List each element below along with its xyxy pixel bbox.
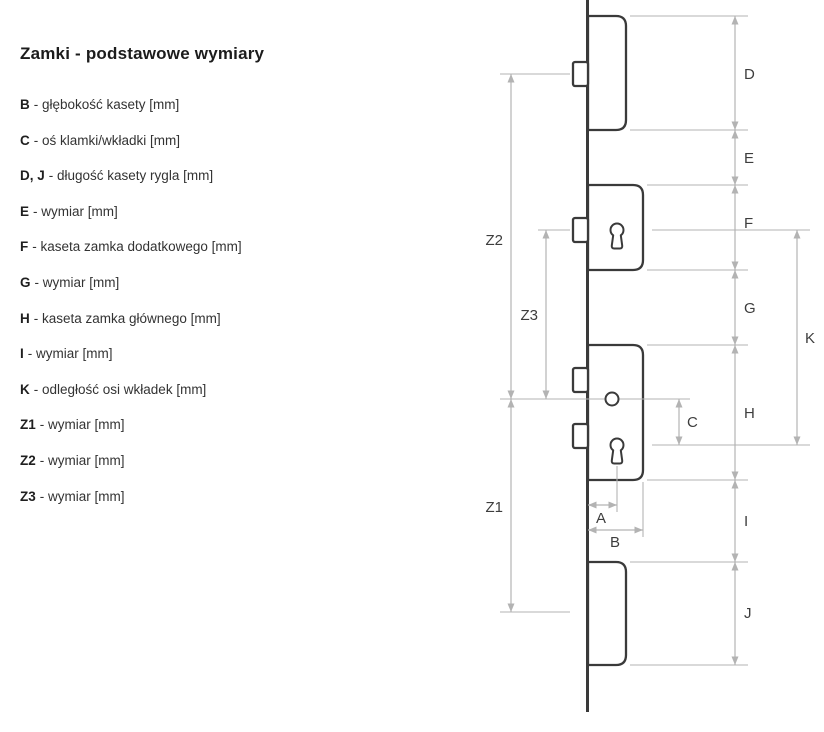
- dim-label-c: C: [687, 414, 698, 431]
- keyhole-additional-icon: [609, 222, 625, 250]
- legend-item-z1: Z1- wymiar [mm]: [20, 417, 450, 432]
- dim-label-h: H: [744, 405, 755, 422]
- main-lock-cassette: [586, 343, 645, 482]
- legend-term: H: [20, 310, 30, 326]
- dim-label-k: K: [805, 330, 815, 347]
- legend-term: K: [20, 381, 30, 397]
- legend-term: Z3: [20, 488, 36, 504]
- dim-label-z1: Z1: [485, 499, 503, 516]
- legend-panel: Zamki - podstawowe wymiary B- głębokość …: [20, 44, 450, 524]
- bolt-cassette-bottom: [586, 560, 628, 667]
- dimension-lines: [507, 16, 801, 665]
- legend-desc: - wymiar [mm]: [39, 417, 125, 433]
- dim-label-b: B: [610, 534, 620, 551]
- legend-term: F: [20, 239, 29, 255]
- legend-term: E: [20, 203, 30, 219]
- legend-term: G: [20, 275, 31, 291]
- lock-holes: [604, 222, 625, 465]
- dim-label-i: I: [744, 513, 748, 530]
- keyhole-main-icon: [609, 437, 625, 465]
- legend-term: C: [20, 132, 30, 148]
- legend-item-c: C- oś klamki/wkładki [mm]: [20, 133, 450, 148]
- legend-term: Z1: [20, 417, 36, 433]
- legend-item-dj: D, J- długość kasety rygla [mm]: [20, 168, 450, 183]
- dim-label-d: D: [744, 66, 755, 83]
- legend-desc: - wymiar [mm]: [27, 346, 113, 362]
- legend-item-g: G- wymiar [mm]: [20, 275, 450, 290]
- handle-hole: [604, 391, 620, 407]
- legend-desc: - wymiar [mm]: [39, 488, 125, 504]
- legend-desc: - wymiar [mm]: [39, 453, 125, 469]
- dim-label-f: F: [744, 215, 753, 232]
- latch-tab-additional: [571, 216, 590, 244]
- legend-item-h: H- kaseta zamka głównego [mm]: [20, 311, 450, 326]
- page-title: Zamki - podstawowe wymiary: [20, 44, 265, 63]
- dim-label-g: G: [744, 300, 756, 317]
- legend-term: B: [20, 97, 30, 112]
- bolt-cassette-top: [586, 14, 628, 132]
- legend-item-b: B- głębokość kasety [mm]: [20, 97, 450, 112]
- dim-label-z2: Z2: [485, 232, 503, 249]
- legend-desc: - wymiar [mm]: [34, 275, 120, 291]
- extension-lines: [500, 15, 810, 666]
- legend-term: I: [20, 346, 24, 362]
- legend-item-e: E- wymiar [mm]: [20, 204, 450, 219]
- legend-desc: - odległość osi wkładek [mm]: [33, 381, 207, 397]
- lock-drawing: [571, 0, 645, 712]
- legend-desc: - kaseta zamka głównego [mm]: [33, 310, 221, 326]
- dim-label-j: J: [744, 605, 752, 622]
- latch-tab-main-upper: [571, 366, 590, 394]
- legend-desc: - długość kasety rygla [mm]: [48, 168, 214, 184]
- dimension-labels: D E F G H I J K C Z2 Z3 Z1 A B: [485, 66, 815, 622]
- legend-term: Z2: [20, 453, 36, 469]
- legend-term: D, J: [20, 168, 45, 184]
- legend-item-k: K- odległość osi wkładek [mm]: [20, 382, 450, 397]
- legend-desc: - kaseta zamka dodatkowego [mm]: [32, 239, 242, 255]
- latch-tab-main-lower: [571, 422, 590, 450]
- legend-item-f: F- kaseta zamka dodatkowego [mm]: [20, 239, 450, 254]
- dim-label-a: A: [596, 510, 606, 527]
- legend-desc: - wymiar [mm]: [33, 203, 118, 219]
- dim-label-e: E: [744, 150, 754, 167]
- keyhole-shape: [609, 437, 625, 465]
- legend-item-z3: Z3- wymiar [mm]: [20, 489, 450, 504]
- legend-item-z2: Z2- wymiar [mm]: [20, 453, 450, 468]
- latch-tab-top: [571, 60, 590, 88]
- keyhole-shape: [609, 222, 625, 250]
- legend-desc: - głębokość kasety [mm]: [33, 97, 180, 112]
- legend-item-i: I- wymiar [mm]: [20, 346, 450, 361]
- dim-label-z3: Z3: [520, 307, 538, 324]
- legend-desc: - oś klamki/wkładki [mm]: [33, 132, 181, 148]
